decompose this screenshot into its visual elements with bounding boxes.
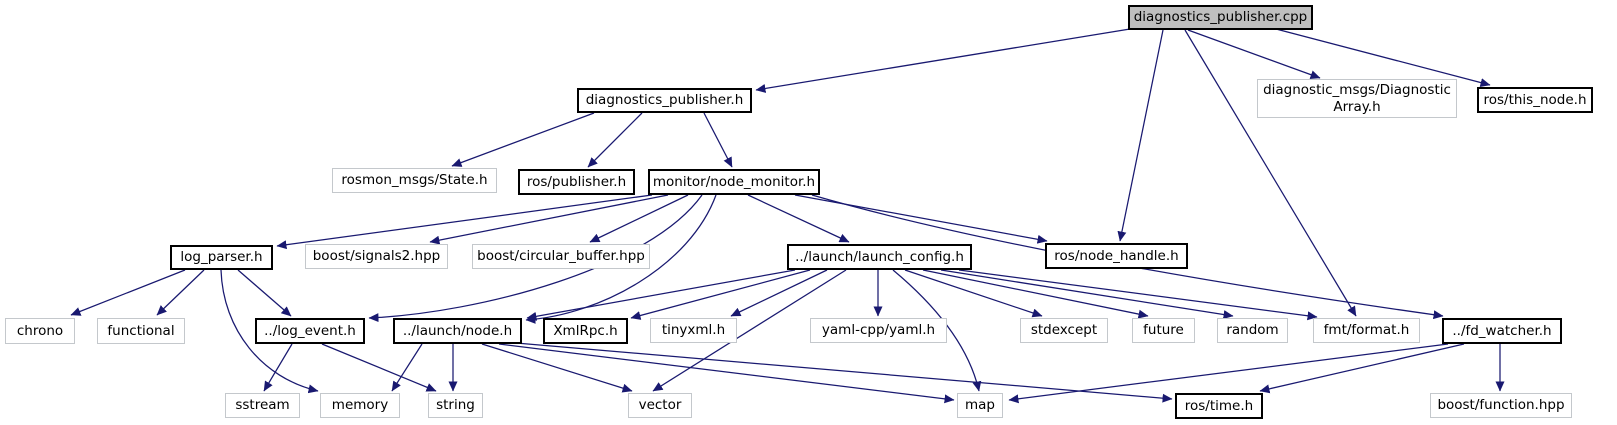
- graph-node-map: map: [957, 393, 1003, 418]
- graph-node-node_monitor[interactable]: monitor/node_monitor.h: [648, 169, 820, 195]
- graph-node-future: future: [1132, 318, 1195, 343]
- graph-node-dp_h[interactable]: diagnostics_publisher.h: [577, 88, 752, 113]
- graph-node-string: string: [428, 393, 483, 418]
- include-edge-cpp-to-fmt: [1184, 29, 1357, 317]
- include-edge-launch_node-to-vector: [481, 343, 633, 393]
- graph-node-launch_config[interactable]: ../launch/launch_config.h: [787, 244, 972, 270]
- include-edge-launch_node-to-time: [515, 342, 1173, 403]
- include-edge-log_parser-to-chrono: [70, 269, 186, 316]
- include-edge-fd_watcher-to-time: [1259, 343, 1465, 394]
- graph-node-this_node[interactable]: ros/this_node.h: [1477, 87, 1593, 113]
- graph-node-circbuf: boost/circular_buffer.hpp: [472, 244, 650, 269]
- include-edge-launch_config-to-vector: [652, 269, 847, 392]
- graph-node-signals2: boost/signals2.hpp: [305, 244, 448, 269]
- graph-node-node_handle[interactable]: ros/node_handle.h: [1045, 243, 1188, 269]
- graph-node-launch_node[interactable]: ../launch/node.h: [393, 318, 522, 344]
- graph-node-xmlrpc[interactable]: XmlRpc.h: [543, 318, 628, 344]
- include-edge-cpp-to-node_handle: [1117, 29, 1164, 242]
- include-edge-cpp-to-dp_h: [755, 28, 1131, 93]
- graph-node-stdexcept: stdexcept: [1020, 318, 1108, 343]
- include-edge-launch_config-to-tinyxml: [730, 269, 828, 317]
- include-edge-launch_config-to-xmlrpc: [630, 269, 811, 320]
- include-edge-fd_watcher-to-map: [1008, 343, 1449, 404]
- graph-node-tinyxml: tinyxml.h: [650, 318, 737, 343]
- include-edge-log_parser-to-log_event: [237, 269, 292, 317]
- include-edge-node_monitor-to-launch_config: [747, 194, 850, 243]
- graph-node-log_parser[interactable]: log_parser.h: [170, 245, 273, 270]
- include-edge-cpp-to-this_node: [1275, 28, 1491, 87]
- graph-node-chrono: chrono: [5, 318, 75, 344]
- include-edge-launch_config-to-future: [922, 269, 1149, 319]
- include-edge-log_event-to-sstream: [263, 343, 293, 392]
- include-edge-dp_h-to-state: [451, 112, 595, 167]
- graph-node-time[interactable]: ros/time.h: [1175, 393, 1263, 419]
- graph-node-fd_watcher[interactable]: ../fd_watcher.h: [1442, 318, 1562, 344]
- include-edge-node_monitor-to-launch_node: [525, 194, 717, 324]
- graph-node-diag_array: diagnostic_msgs/Diagnostic Array.h: [1257, 79, 1457, 118]
- graph-node-yaml: yaml-cpp/yaml.h: [810, 318, 947, 343]
- graph-node-functional: functional: [97, 318, 185, 344]
- include-edge-node_monitor-to-log_event: [368, 194, 703, 323]
- include-edge-dp_h-to-node_monitor: [703, 112, 733, 168]
- graph-node-sstream: sstream: [225, 393, 300, 418]
- graph-node-funchpp: boost/function.hpp: [1430, 393, 1572, 418]
- include-edge-log_parser-to-functional: [156, 269, 205, 316]
- include-edge-launch_config-to-launch_node: [526, 269, 796, 321]
- graph-node-vector: vector: [628, 393, 692, 418]
- include-edge-dp_h-to-publisher: [587, 112, 643, 168]
- graph-node-fmt: fmt/format.h: [1313, 318, 1420, 343]
- include-edge-node_monitor-to-signals2: [429, 194, 669, 245]
- include-edge-launch_node-to-memory: [391, 343, 423, 392]
- include-edge-log_event-to-string: [321, 343, 437, 392]
- include-edge-launch_node-to-map: [498, 343, 955, 404]
- graph-node-random: random: [1217, 318, 1288, 343]
- include-edge-launch_config-to-fmt: [958, 269, 1318, 321]
- include-edge-cpp-to-diag_array: [1187, 29, 1321, 79]
- graph-node-cpp: diagnostics_publisher.cpp: [1128, 5, 1313, 30]
- include-edge-launch_config-to-stdexcept: [904, 269, 1043, 318]
- include-edge-launch_config-to-map: [892, 269, 982, 392]
- include-edge-node_monitor-to-log_parser: [276, 194, 653, 250]
- graph-node-state: rosmon_msgs/State.h: [332, 168, 497, 193]
- include-edge-node_monitor-to-circbuf: [589, 194, 689, 243]
- include-edge-log_parser-to-memory: [220, 269, 319, 394]
- graph-node-memory: memory: [320, 393, 400, 418]
- graph-node-log_event[interactable]: ../log_event.h: [255, 318, 365, 344]
- include-edge-launch_config-to-random: [940, 269, 1234, 319]
- graph-node-publisher[interactable]: ros/publisher.h: [518, 169, 635, 195]
